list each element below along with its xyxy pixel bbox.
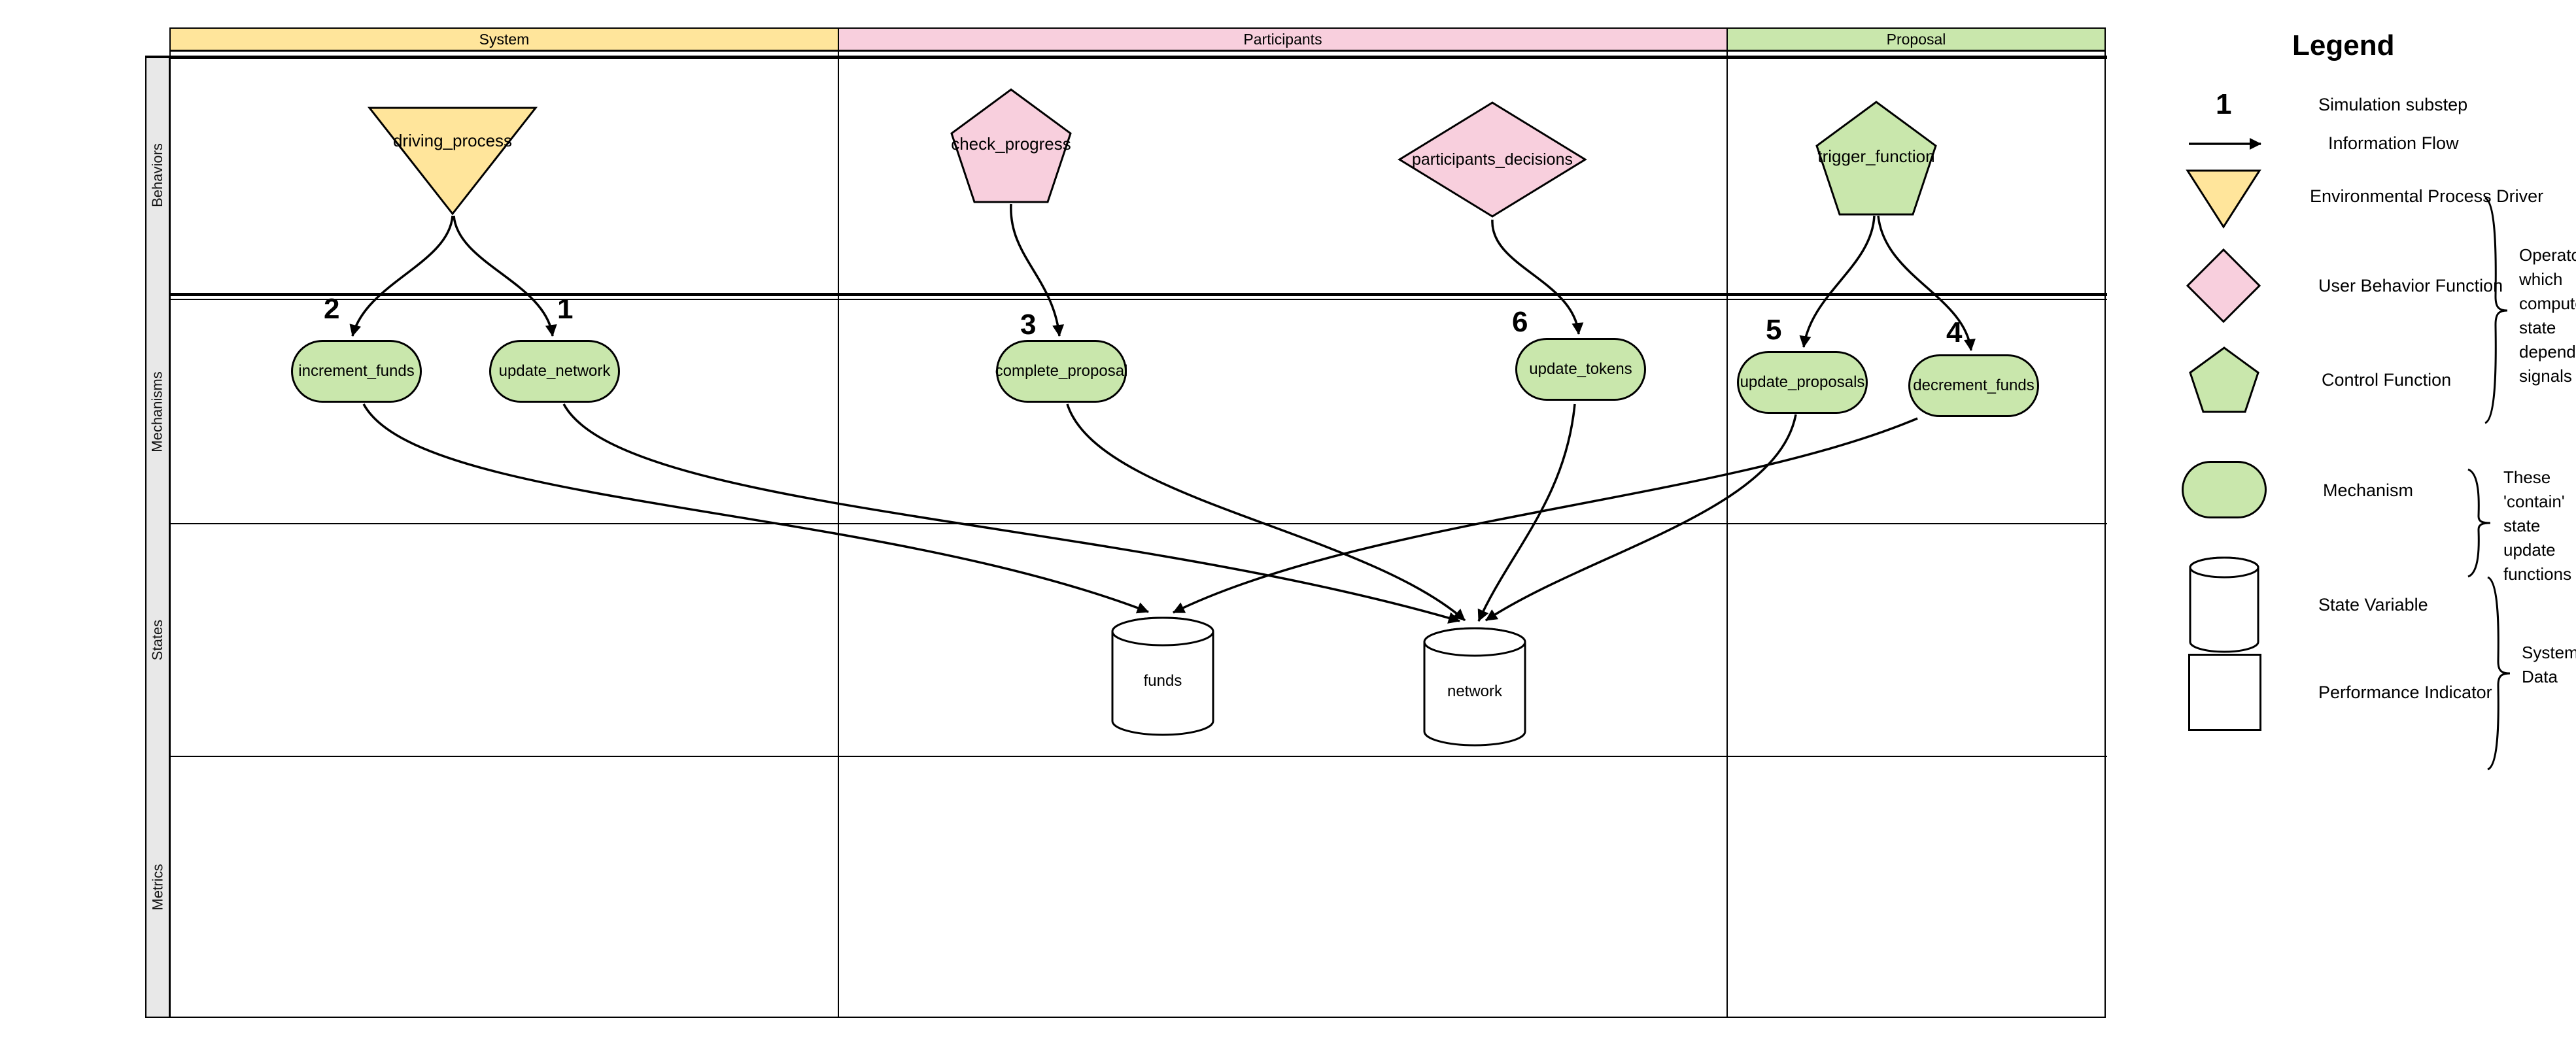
annotation-system-data: System Data	[2522, 643, 2576, 686]
column-header-system: System	[169, 27, 839, 52]
behaviors-mechanisms-divider-thick	[145, 293, 2107, 296]
operators-group-brace	[2484, 197, 2508, 424]
pentagon-shape	[950, 88, 1072, 203]
cylinder-shape	[1111, 616, 1214, 736]
legend-label-control-function: Control Function	[2322, 370, 2452, 390]
mechanism-icon	[2182, 461, 2267, 518]
node-decrement-funds: decrement_funds	[1908, 354, 2039, 417]
row-label-strip	[145, 57, 170, 1018]
state-funds-label: funds	[1143, 672, 1182, 690]
node-participants-decisions: participants_decisions	[1398, 101, 1587, 218]
user-behavior-function-icon	[2186, 248, 2261, 324]
column-header-participants-label: Participants	[1243, 30, 1322, 48]
legend-label-performance-indicator: Performance Indicator	[2318, 683, 2492, 702]
state-variable-icon	[2189, 556, 2259, 653]
legend-label-mechanism: Mechanism	[2323, 481, 2414, 500]
diamond-shape	[1398, 101, 1587, 218]
pentagon-shape	[1815, 101, 1937, 216]
system-data-group-brace	[2487, 576, 2511, 771]
node-driving-process-label: driving_process	[392, 131, 513, 150]
row-label-mechanisms: Mechanisms	[149, 371, 166, 452]
control-function-icon	[2189, 346, 2259, 413]
node-driving-process: driving_process	[368, 106, 538, 216]
legend-label-environmental-process-driver: Environmental Process Driver	[2310, 186, 2544, 206]
legend-label-state-variable: State Variable	[2318, 595, 2428, 615]
state-funds: funds	[1110, 616, 1215, 737]
legend-label-simulation-substep: Simulation substep	[2318, 95, 2468, 114]
column-header-proposal-label: Proposal	[1886, 30, 1946, 48]
information-flow-arrow-icon	[2189, 138, 2261, 150]
node-update-network: update_network	[489, 340, 620, 403]
node-check-progress-label: check_progress	[951, 134, 1071, 154]
node-update-tokens-label: update_tokens	[1529, 360, 1632, 378]
column-header-participants: Participants	[838, 27, 1728, 52]
node-participants-decisions-label: participants_decisions	[1412, 150, 1573, 169]
node-decrement-funds-label: decrement_funds	[1913, 377, 2035, 394]
cylinder-shape	[1423, 627, 1526, 747]
column-header-system-label: System	[479, 30, 530, 48]
substep-number-increment-funds: 2	[324, 293, 340, 325]
row-label-behaviors: Behaviors	[149, 143, 165, 207]
legend-label-user-behavior-function: User Behavior Function	[2318, 276, 2503, 295]
node-increment-funds: increment_funds	[291, 340, 422, 403]
state-network-label: network	[1447, 683, 1503, 700]
node-update-proposals: update_proposals	[1737, 351, 1868, 414]
node-update-proposals-label: update_proposals	[1740, 373, 1865, 391]
substep-number-complete-proposal: 3	[1020, 309, 1037, 341]
annotation-operators: Operators which compute state dependent …	[2519, 245, 2576, 386]
node-complete-proposal-label: complete_proposal	[995, 362, 1128, 380]
inverted-triangle-shape	[368, 107, 538, 216]
legend-title: Legend	[2292, 29, 2395, 61]
participants-proposal-divider	[1726, 27, 1728, 1017]
legend-substep-sample: 1	[2216, 88, 2232, 120]
row-label-states: States	[149, 619, 165, 661]
header-divider-line	[145, 56, 2107, 59]
substep-number-update-tokens: 6	[1512, 306, 1528, 338]
mechanisms-states-divider	[145, 523, 2107, 524]
states-metrics-divider	[145, 756, 2107, 757]
node-complete-proposal: complete_proposal	[995, 340, 1128, 403]
substep-number-decrement-funds: 4	[1946, 316, 1963, 348]
substep-number-update-proposals: 5	[1766, 314, 1782, 346]
column-header-proposal: Proposal	[1726, 27, 2106, 52]
node-update-tokens: update_tokens	[1515, 338, 1646, 401]
behaviors-mechanisms-divider-thin	[145, 299, 2107, 300]
node-update-network-label: update_network	[498, 362, 611, 380]
node-check-progress: check_progress	[949, 87, 1073, 205]
state-network: network	[1422, 626, 1527, 747]
node-trigger-function-label: trigger_function	[1817, 146, 1935, 166]
performance-indicator-icon	[2188, 654, 2261, 731]
system-participants-divider	[838, 27, 839, 1017]
node-increment-funds-label: increment_funds	[298, 362, 415, 380]
row-label-metrics: Metrics	[149, 864, 166, 911]
substep-number-update-network: 1	[557, 293, 574, 325]
annotation-state-update-functions: These 'contain' state update functions	[2503, 467, 2572, 584]
environmental-process-driver-icon	[2186, 169, 2261, 229]
mechanism-group-brace	[2467, 468, 2491, 578]
legend-label-information-flow: Information Flow	[2328, 133, 2459, 153]
node-trigger-function: trigger_function	[1814, 99, 1938, 217]
